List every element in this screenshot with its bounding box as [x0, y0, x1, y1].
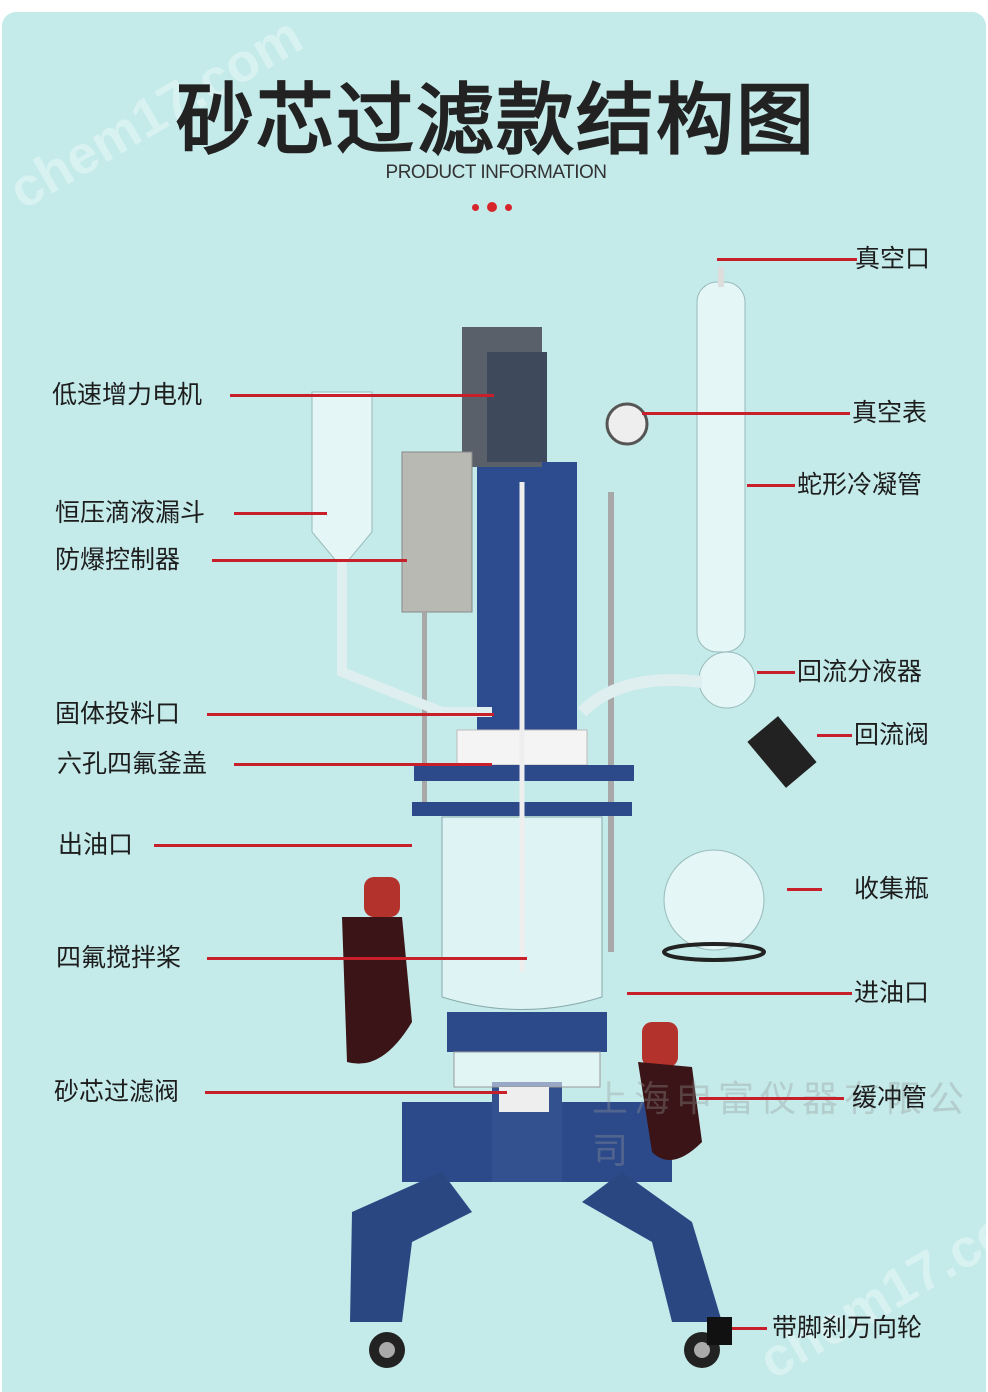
dropping-funnel — [311, 391, 373, 563]
label-solid-feed: 固体投料口 — [55, 699, 181, 728]
label-oil-in: 进油口 — [854, 978, 930, 1007]
leader-line — [642, 412, 850, 415]
label-funnel: 恒压滴液漏斗 — [55, 498, 206, 527]
label-motor: 低速增力电机 — [52, 380, 203, 409]
leader-line — [207, 957, 527, 960]
stand-base — [350, 1082, 722, 1322]
vacuum-gauge — [605, 402, 649, 446]
label-separator: 回流分液器 — [797, 657, 923, 686]
leader-line — [627, 992, 852, 995]
label-condenser: 蛇形冷凝管 — [797, 470, 923, 499]
label-filter-valve: 砂芯过滤阀 — [54, 1077, 180, 1106]
leader-line — [154, 844, 412, 847]
leader-line — [747, 484, 795, 487]
label-flask: 收集瓶 — [854, 874, 930, 903]
leader-line — [732, 1327, 767, 1330]
leader-line — [757, 671, 795, 674]
label-oil-out: 出油口 — [58, 830, 134, 859]
label-stirrer: 四氟搅拌桨 — [56, 943, 182, 972]
reactor-illustration — [311, 267, 817, 1368]
label-vacuum-gauge: 真空表 — [852, 398, 928, 427]
leader-line — [207, 713, 494, 716]
label-buffer: 缓冲管 — [852, 1083, 928, 1112]
leader-line — [787, 888, 822, 891]
leader-line — [234, 763, 492, 766]
label-controller: 防爆控制器 — [55, 545, 181, 574]
controller-box — [401, 451, 473, 613]
label-vacuum-port: 真空口 — [855, 244, 931, 273]
leader-line — [212, 559, 407, 562]
leader-line — [230, 394, 494, 397]
label-reflux-valve: 回流阀 — [854, 720, 930, 749]
leader-line — [817, 734, 852, 737]
page-title: 砂芯过滤款结构图 — [175, 76, 816, 166]
leader-line — [717, 258, 857, 261]
page-subtitle: PRODUCT INFORMATION — [385, 162, 607, 183]
leader-line — [699, 1097, 844, 1100]
leader-line — [234, 512, 327, 515]
label-lid: 六孔四氟釜盖 — [57, 749, 208, 778]
label-casters: 带脚刹万向轮 — [772, 1313, 923, 1342]
caster-wheels — [369, 1317, 732, 1368]
decor-dots — [472, 202, 512, 212]
leader-line — [205, 1091, 507, 1094]
frame-column — [477, 462, 577, 752]
poster: chem17.com chem17.com 砂芯过滤款结构图 PRODUCT I… — [2, 12, 986, 1392]
collection-flask — [663, 849, 765, 951]
coil-condenser — [696, 281, 746, 653]
filter-valve — [499, 1087, 549, 1112]
